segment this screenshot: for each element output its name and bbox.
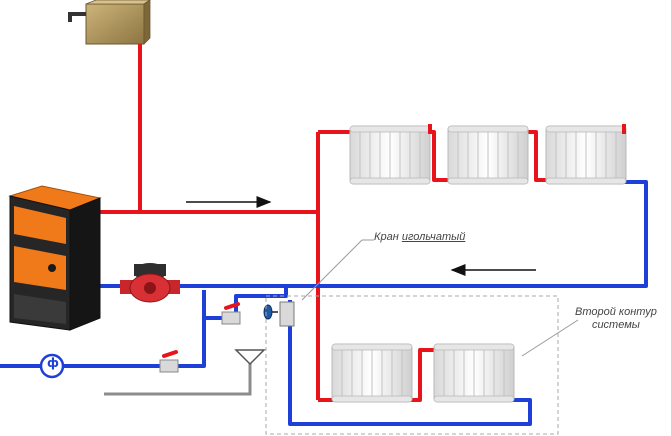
ball-valve	[159, 350, 179, 373]
flow-meter-label: ф	[47, 356, 59, 370]
radiator	[331, 343, 413, 403]
radiator-group-lower	[331, 343, 515, 403]
radiator	[433, 343, 515, 403]
needle-valve	[263, 301, 295, 327]
radiator	[447, 125, 529, 185]
boiler	[8, 185, 102, 331]
drain-funnel-icon	[234, 349, 266, 366]
drain-pipe	[104, 362, 252, 396]
flow-meter	[39, 353, 65, 379]
second-circuit-label-line2: системы	[591, 319, 640, 331]
circulation-pump	[120, 263, 180, 303]
second-circuit-leader-line	[521, 319, 579, 357]
needle-valve-leader-line	[301, 239, 363, 301]
expansion-tank	[68, 0, 151, 45]
second-circuit-boundary	[265, 295, 559, 435]
radiator	[545, 125, 627, 185]
radiator	[349, 125, 431, 185]
second-circuit-label: Второй контур системы	[575, 306, 657, 332]
ball-valve	[221, 302, 241, 325]
radiator-group-upper	[349, 124, 627, 185]
needle-valve-label-word2: игольчатый	[401, 231, 466, 243]
needle-valve-label-word1: Кран	[374, 231, 399, 243]
second-circuit-label-line1: Второй контур	[575, 306, 657, 318]
needle-valve-label: Кран игольчатый	[374, 231, 465, 244]
